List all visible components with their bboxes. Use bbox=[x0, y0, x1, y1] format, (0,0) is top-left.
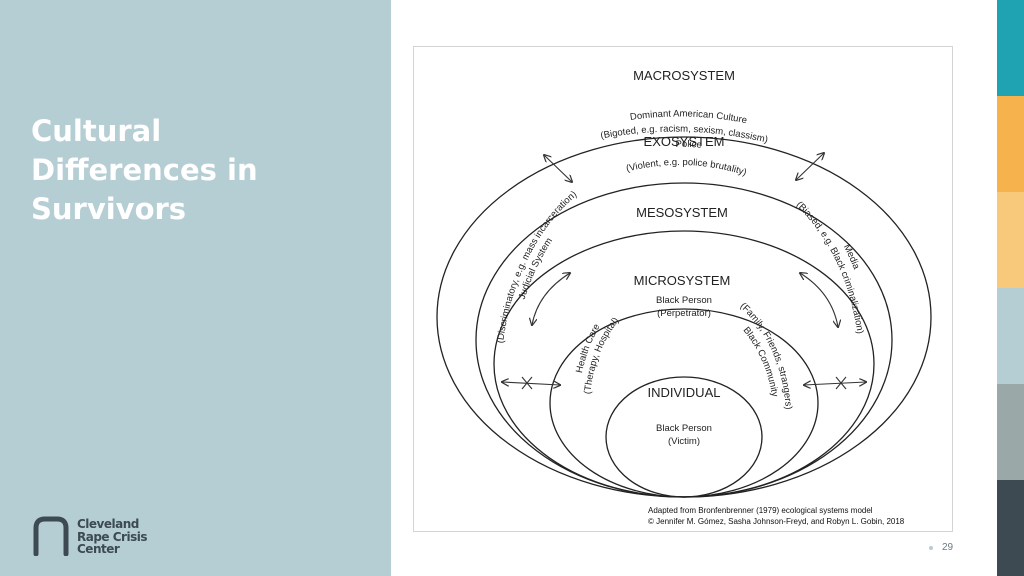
logo-arch-icon bbox=[33, 516, 69, 556]
title-line-2: Differences in bbox=[31, 153, 258, 187]
credit-line-1: Adapted from Bronfenbrenner (1979) ecolo… bbox=[648, 506, 873, 515]
individual-title: INDIVIDUAL bbox=[648, 385, 721, 400]
arrow-cross-left bbox=[502, 382, 560, 385]
page-marker-dot bbox=[929, 546, 933, 550]
left-panel: Cultural Differences in Survivors Clevel… bbox=[0, 0, 391, 576]
diagram-credit: Adapted from Bronfenbrenner (1979) ecolo… bbox=[648, 505, 904, 527]
logo-text: Cleveland Rape Crisis Center bbox=[77, 518, 147, 556]
color-strip bbox=[997, 0, 1024, 576]
macrosystem-line-1: Dominant American Culture bbox=[629, 108, 748, 126]
exosystem-line-1: Police bbox=[675, 139, 702, 151]
arrow-macro-exo-left bbox=[544, 155, 572, 182]
microsystem-line-1: Black Person bbox=[656, 295, 712, 306]
organization-logo: Cleveland Rape Crisis Center bbox=[30, 516, 160, 556]
macrosystem-title: MACROSYSTEM bbox=[633, 68, 735, 83]
tick-right-2 bbox=[835, 376, 847, 390]
exosystem-line-2: (Violent, e.g. police brutality) bbox=[625, 157, 748, 178]
logo-line-3: Center bbox=[77, 542, 120, 556]
individual-circle bbox=[605, 376, 763, 498]
strip-segment-3 bbox=[997, 192, 1024, 288]
individual-line-1: Black Person bbox=[656, 423, 712, 434]
black-community-detail: (Family, Friends, strangers) bbox=[738, 301, 794, 410]
arrow-cross-right bbox=[804, 382, 866, 385]
page-number: 29 bbox=[942, 542, 954, 553]
credit-line-2: © Jennifer M. Gómez, Sasha Johnson-Freyd… bbox=[648, 517, 905, 526]
title-line-1: Cultural bbox=[31, 114, 162, 148]
strip-segment-6 bbox=[997, 480, 1024, 576]
mesosystem-circle bbox=[493, 230, 875, 498]
mesosystem-title: MESOSYSTEM bbox=[636, 205, 728, 220]
individual-line-2: (Victim) bbox=[668, 436, 700, 447]
slide-title: Cultural Differences in Survivors bbox=[31, 112, 371, 229]
diagram-svg: MACROSYSTEM Dominant American Culture (B… bbox=[436, 68, 932, 498]
microsystem-line-2: (Perpetrator) bbox=[657, 308, 711, 319]
strip-segment-4 bbox=[997, 288, 1024, 384]
exosystem-title: EXOSYSTEM bbox=[644, 134, 725, 149]
arrow-exo-meso-left bbox=[532, 273, 570, 325]
logo-line-1: Cleveland bbox=[77, 517, 139, 531]
arrow-macro-exo-right bbox=[796, 153, 824, 180]
strip-segment-5 bbox=[997, 384, 1024, 480]
logo-line-2: Rape Crisis bbox=[77, 529, 147, 544]
ecological-systems-diagram: MACROSYSTEM Dominant American Culture (B… bbox=[413, 46, 953, 532]
title-line-3: Survivors bbox=[31, 192, 187, 226]
strip-segment-1 bbox=[997, 0, 1024, 96]
tick-left-2 bbox=[521, 376, 533, 390]
microsystem-title: MICROSYSTEM bbox=[634, 273, 731, 288]
strip-segment-2 bbox=[997, 96, 1024, 192]
arrow-exo-meso-right bbox=[800, 273, 838, 327]
